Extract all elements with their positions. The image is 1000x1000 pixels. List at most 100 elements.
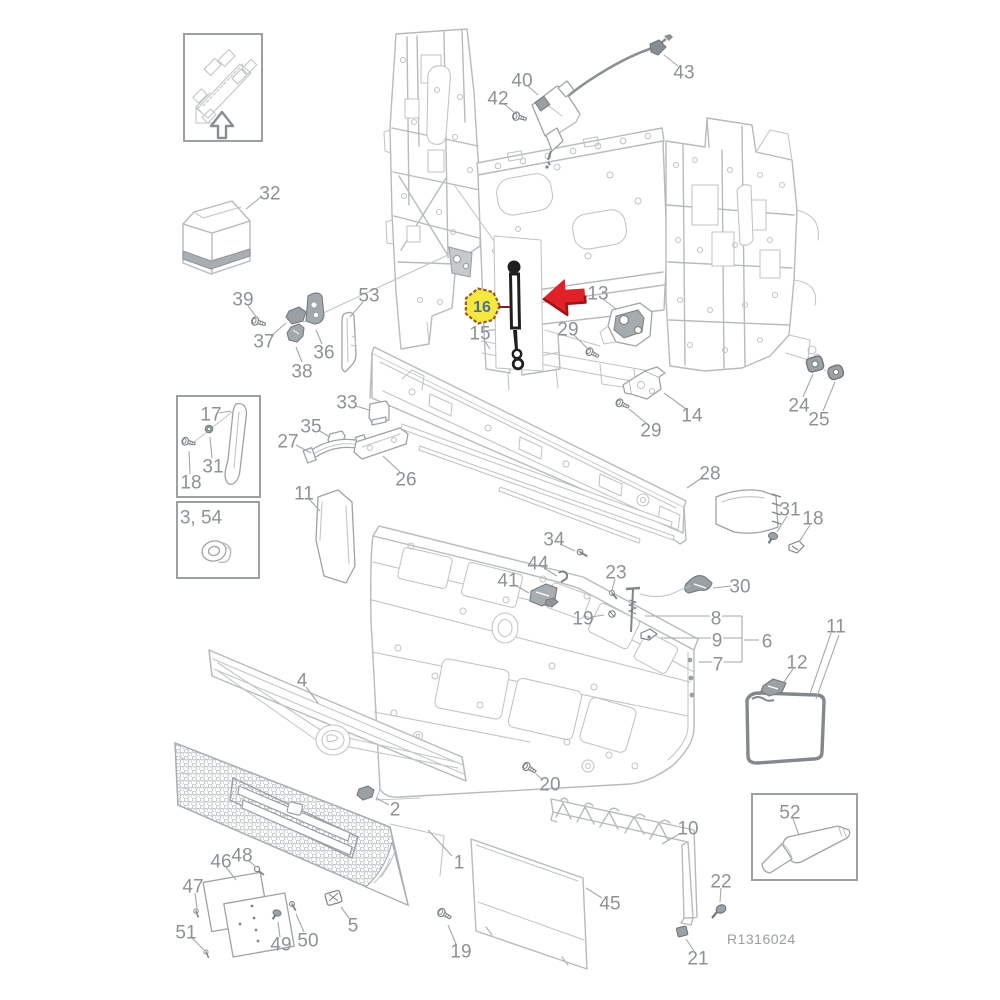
leader-line: [447, 924, 457, 945]
leader-line: [295, 913, 305, 933]
part-30-hook: [683, 574, 713, 594]
part-label-38: 38: [291, 362, 312, 383]
legend-box-install-direction: [183, 33, 263, 142]
part-label-17: 17: [200, 405, 221, 426]
part-label-10: 10: [677, 819, 698, 840]
leader-line: [247, 859, 257, 868]
leader-line: [809, 632, 832, 695]
part-label-13: 13: [587, 284, 608, 305]
part-label-19: 19: [572, 609, 593, 630]
part-label-44: 44: [527, 554, 549, 575]
part-18-screw-right: [788, 540, 805, 554]
leader-line: [245, 196, 262, 210]
leader-line: [317, 429, 331, 438]
part-label-4: 4: [297, 671, 308, 692]
part-52-sealant-tube: [761, 825, 851, 874]
leader-line: [375, 797, 390, 806]
part-label-1: 1: [454, 853, 465, 874]
leader-line: [209, 436, 213, 459]
leader-line: [514, 584, 530, 594]
part-label-42: 42: [487, 89, 508, 110]
leader-line: [663, 392, 687, 410]
part-26-bracket: [353, 427, 409, 460]
part-14-bracket: [622, 366, 666, 400]
part-label-53: 53: [358, 286, 379, 307]
part-label-26: 26: [395, 470, 416, 491]
part-label-14: 14: [681, 406, 703, 427]
leader-line: [194, 892, 198, 909]
leader-line: [355, 405, 370, 411]
leader-line: [585, 887, 603, 899]
leader-line: [822, 381, 836, 412]
part-21-clip: [675, 925, 689, 938]
part-37-hinge-piece: [285, 306, 307, 325]
part-label-5: 5: [348, 916, 359, 937]
part-label-52: 52: [779, 803, 800, 824]
part-label-35: 35: [300, 417, 321, 438]
part-19-clip-mid: [608, 610, 616, 618]
part-label-9: 9: [712, 631, 723, 652]
part-label-50: 50: [297, 931, 318, 952]
leader-line: [270, 322, 287, 337]
part-label-45: 45: [599, 894, 620, 915]
part-label-25: 25: [808, 410, 829, 431]
leader-line: [188, 450, 191, 475]
part-50-screw: [287, 899, 301, 912]
leader-line: [792, 818, 800, 836]
leader-line: [776, 515, 788, 533]
leader-line: [628, 408, 647, 424]
part-label-31: 31: [779, 500, 800, 521]
part-label-21: 21: [687, 949, 708, 970]
part-label-11: 11: [826, 617, 846, 638]
part-5-clip: [324, 889, 343, 906]
main-front-panel: [370, 525, 699, 801]
part-47-screw: [191, 907, 203, 919]
part-39-bolt: [250, 315, 268, 329]
leader-line: [611, 578, 616, 591]
part-label-32: 32: [259, 184, 280, 205]
part-label-51: 51: [175, 923, 196, 944]
part-3-54-grommet: [201, 540, 232, 564]
legend-box-17-31-18: [176, 395, 261, 498]
leader-line: [798, 524, 811, 543]
part-9-clip: [640, 628, 658, 641]
leader-line: [815, 634, 840, 700]
part-label-20: 20: [539, 775, 560, 796]
part-31-grommet: [765, 530, 780, 546]
part-label-15: 15: [469, 324, 490, 345]
part-8-pin: [625, 586, 641, 633]
part-28-bumper-beam: [369, 346, 687, 545]
part-label-22: 22: [710, 872, 731, 893]
part-label-46: 46: [210, 852, 231, 873]
part-53-bracket-blade: [341, 311, 357, 373]
part-label-31: 31: [202, 457, 223, 478]
up-arrow-icon: [209, 110, 235, 140]
part-label-29: 29: [557, 320, 578, 341]
leader-line: [225, 866, 237, 881]
part-label-36: 36: [313, 343, 334, 364]
part-label-39: 39: [232, 290, 253, 311]
part-label-34: 34: [543, 530, 565, 551]
legend-box-52-sealant: [751, 793, 858, 881]
part-label-40: 40: [511, 71, 532, 92]
leader-line: [427, 829, 453, 857]
part-43-cable-grommet: [649, 39, 667, 56]
leader-line: [315, 329, 323, 345]
part-11-right-panel: [745, 691, 826, 765]
part-11-left-deflector: [315, 489, 356, 584]
part-51-screw: [202, 948, 213, 959]
part-16-gas-strut: [507, 260, 525, 371]
part-label-3-54: 3, 54: [180, 508, 223, 529]
part-25-bushing: [827, 364, 845, 381]
part-label-27: 27: [277, 432, 298, 453]
highlight-badge-16: 16: [464, 287, 510, 325]
part-33-bracket: [368, 400, 390, 426]
part-22-grommet: [711, 904, 727, 919]
leader-line: [308, 498, 321, 512]
part-19-bolt-bottom: [435, 906, 454, 922]
leader-line: [483, 339, 491, 350]
part-label-37: 37: [253, 332, 274, 353]
assembly-boundary-line: [389, 823, 445, 877]
